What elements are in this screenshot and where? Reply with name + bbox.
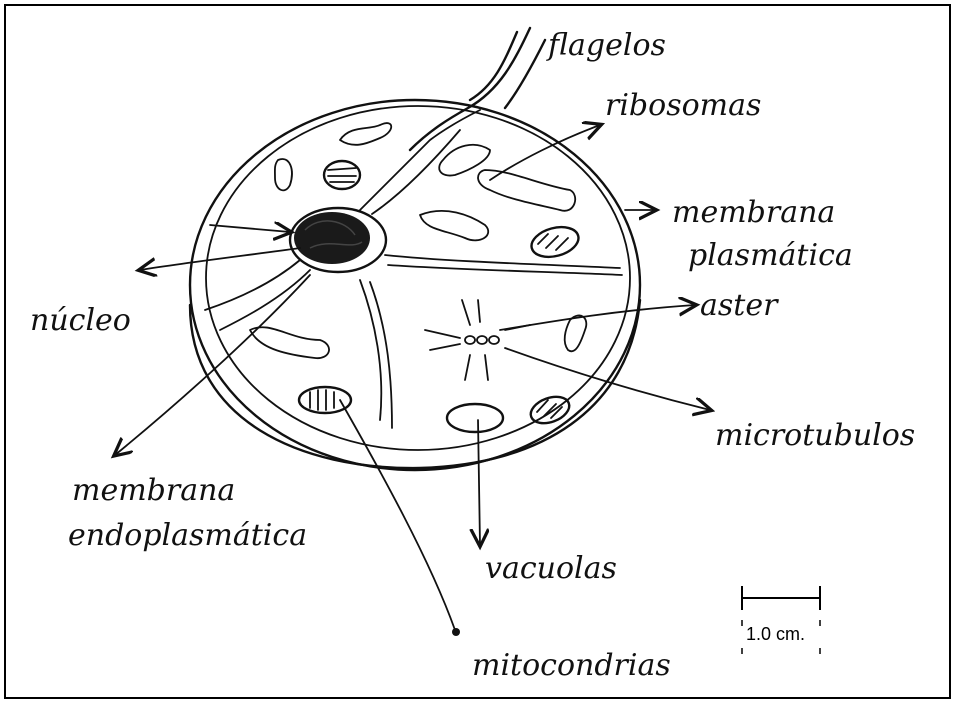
flagella bbox=[410, 28, 545, 150]
label-membrana-plasmatica-line2: plasmática bbox=[688, 238, 853, 273]
mitochondrion bbox=[324, 161, 360, 189]
aster bbox=[425, 300, 530, 380]
nucleus bbox=[290, 208, 386, 272]
vacuole bbox=[447, 404, 503, 432]
label-membrana-endoplasmatica-line2: endoplasmática bbox=[68, 518, 307, 553]
leader-lines bbox=[115, 125, 710, 636]
mitochondria bbox=[299, 161, 582, 428]
label-membrana-endoplasmatica-line1: membrana bbox=[72, 473, 235, 508]
label-aster: aster bbox=[700, 288, 779, 323]
label-nucleo: núcleo bbox=[30, 303, 131, 338]
scale-bar: 1.0 cm. bbox=[742, 586, 820, 654]
label-vacuolas: vacuolas bbox=[485, 551, 617, 586]
scale-bar-label: 1.0 cm. bbox=[746, 624, 805, 644]
label-ribosomas: ribosomas bbox=[605, 88, 761, 123]
label-membrana-plasmatica-line1: membrana bbox=[672, 195, 835, 230]
label-microtubulos: microtubulos bbox=[715, 418, 915, 453]
label-mitocondrias: mitocondrias bbox=[472, 648, 671, 683]
label-flagelos: flagelos bbox=[546, 28, 666, 63]
mitochondrion bbox=[528, 222, 582, 261]
mitochondrion bbox=[299, 387, 351, 413]
